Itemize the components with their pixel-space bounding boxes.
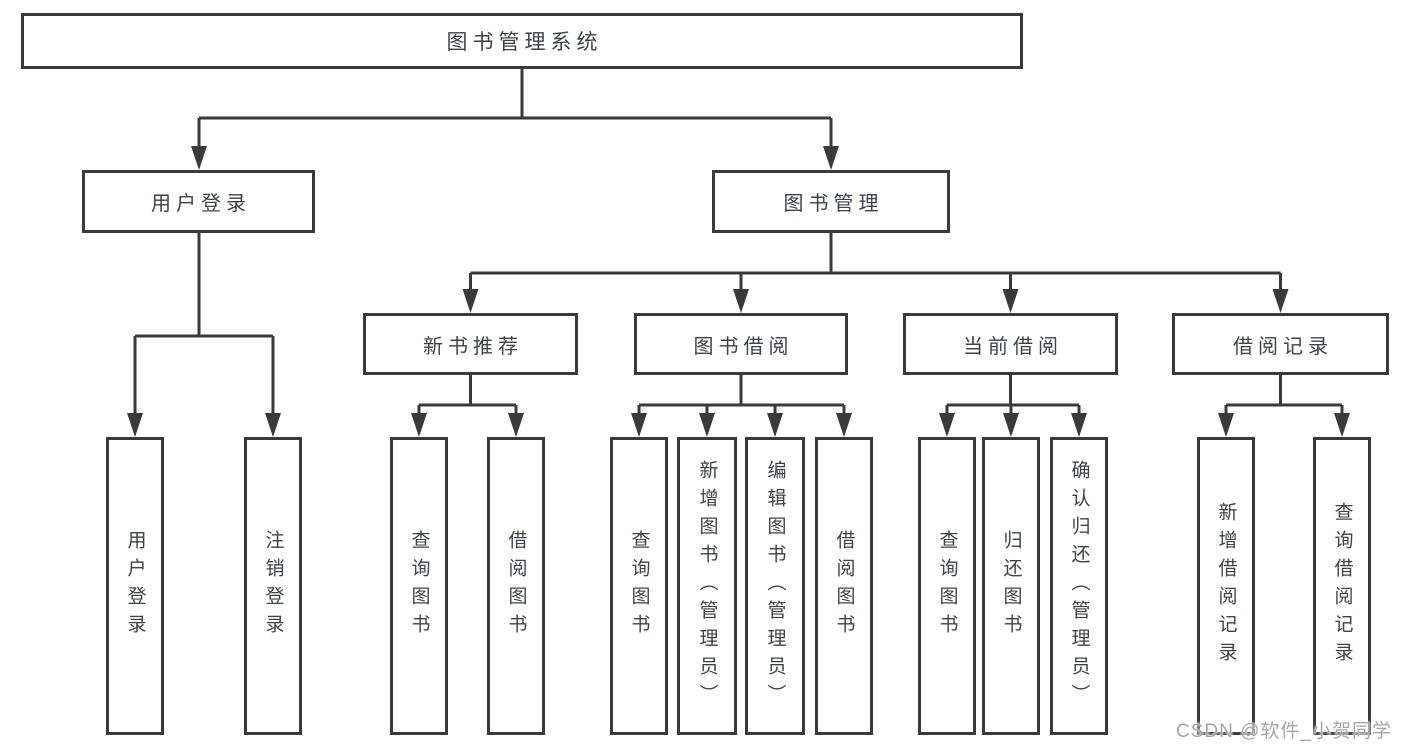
arrow-icon — [733, 289, 749, 313]
edge-recommendation-children — [417, 375, 518, 416]
leaf-current-query-books: 查询图书 — [918, 437, 976, 735]
node-book-management: 图书管理 — [712, 170, 950, 233]
node-label: 注销登录 — [262, 530, 284, 642]
edge-book-management-children — [469, 233, 1282, 292]
node-label: 图书借阅 — [693, 335, 794, 358]
leaf-user-login: 用户登录 — [106, 437, 164, 735]
node-borrowing-records: 借阅记录 — [1172, 313, 1389, 375]
arrow-icon — [939, 413, 955, 437]
arrowheads — [127, 146, 1350, 437]
node-label: 新增图书（管理员） — [696, 460, 718, 712]
node-label: 查询图书 — [408, 530, 430, 642]
arrow-icon — [1218, 413, 1234, 437]
arrow-icon — [1334, 413, 1350, 437]
node-label: 新书推荐 — [423, 335, 523, 358]
node-label: 查询借阅记录 — [1331, 502, 1353, 670]
leaf-records-add-borrow-record: 新增借阅记录 — [1197, 437, 1255, 735]
node-new-book-recommendation: 新书推荐 — [363, 313, 578, 375]
arrow-icon — [1071, 413, 1087, 437]
node-label: 借阅记录 — [1233, 335, 1333, 358]
node-label: 确认归还（管理员） — [1068, 460, 1090, 712]
node-label: 用户登录 — [124, 530, 146, 642]
arrow-icon — [265, 413, 281, 437]
arrow-icon — [1002, 289, 1019, 313]
node-label: 图书管理 — [783, 193, 884, 215]
node-label: 编辑图书（管理员） — [764, 460, 786, 712]
node-label: 归还图书 — [1000, 530, 1022, 642]
leaf-borrowing-add-books-admin: 新增图书（管理员） — [677, 437, 737, 735]
leaf-recommend-query-books: 查询图书 — [390, 437, 448, 735]
edge-borrowing-children — [637, 375, 846, 416]
node-current-borrowing: 当前借阅 — [903, 313, 1118, 375]
arrow-icon — [508, 413, 524, 437]
node-label: 查询图书 — [936, 530, 958, 642]
arrow-icon — [631, 413, 647, 437]
leaf-current-confirm-return-admin: 确认归还（管理员） — [1050, 437, 1108, 735]
arrow-icon — [767, 413, 783, 437]
node-label: 图书管理系统 — [446, 31, 603, 54]
arrow-icon — [127, 413, 143, 437]
arrow-icon — [411, 413, 427, 437]
arrow-icon — [699, 413, 715, 437]
node-label: 借阅图书 — [505, 530, 527, 642]
edge-current-children — [945, 375, 1081, 416]
leaf-logout: 注销登录 — [244, 437, 302, 735]
node-book-borrowing: 图书借阅 — [634, 313, 848, 375]
csdn-watermark: CSDN @软件_小贺同学 — [1176, 721, 1392, 742]
edge-root-to-level1 — [197, 67, 833, 150]
arrow-icon — [191, 146, 207, 170]
leaf-current-return-books: 归还图书 — [982, 437, 1040, 735]
node-root-library-management-system: 图书管理系统 — [21, 13, 1023, 69]
arrow-icon — [1003, 413, 1019, 437]
arrow-icon — [462, 289, 479, 313]
node-label: 借阅图书 — [833, 530, 855, 642]
leaf-borrowing-borrow-books: 借阅图书 — [815, 437, 873, 735]
arrow-icon — [1272, 289, 1289, 313]
leaf-borrowing-edit-books-admin: 编辑图书（管理员） — [745, 437, 805, 735]
edge-user-login-children — [133, 233, 275, 416]
leaf-recommend-borrow-books: 借阅图书 — [487, 437, 545, 735]
node-label: 新增借阅记录 — [1215, 502, 1237, 670]
arrow-icon — [836, 413, 852, 437]
node-label: 查询图书 — [628, 530, 650, 642]
arrow-icon — [823, 146, 839, 170]
leaf-records-query-borrow-record: 查询借阅记录 — [1313, 437, 1371, 735]
node-label: 当前借阅 — [963, 335, 1063, 358]
edge-records-children — [1224, 375, 1344, 416]
node-label: 用户登录 — [151, 193, 251, 215]
node-user-login: 用户登录 — [82, 170, 315, 233]
leaf-borrowing-query-books: 查询图书 — [610, 437, 668, 735]
